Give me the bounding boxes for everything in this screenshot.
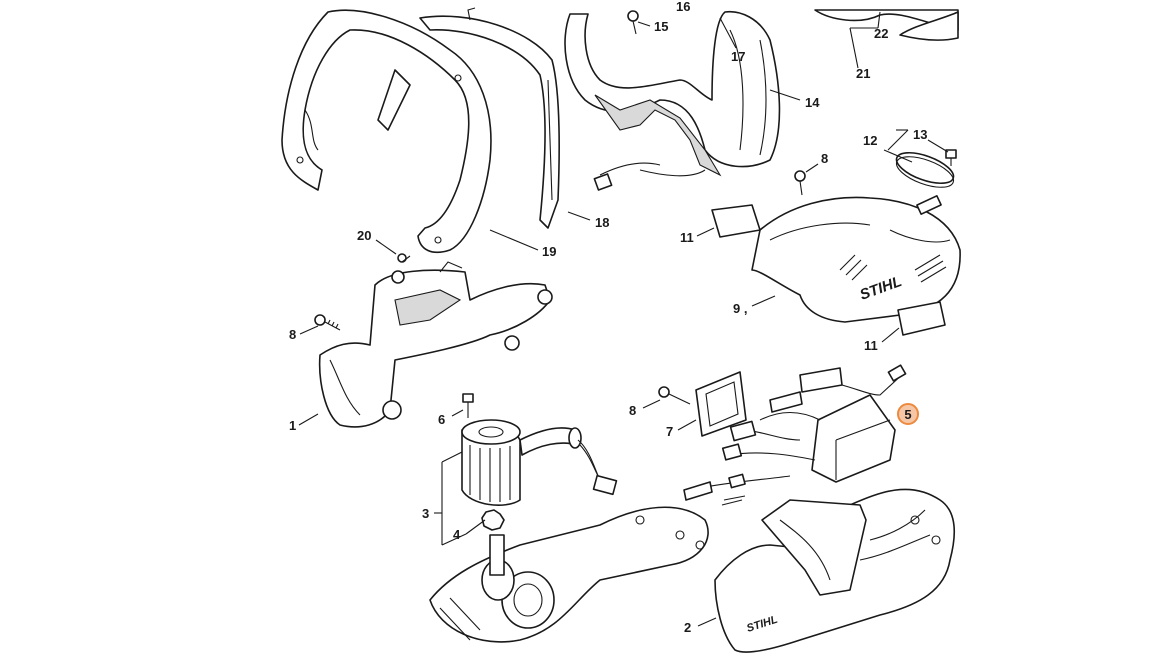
electronics-module-part-5 — [683, 364, 907, 506]
rear-handle-part-14 — [564, 10, 781, 191]
screw-part-8-upper — [794, 170, 806, 196]
callout-3[interactable]: 3 — [422, 506, 430, 521]
motor-part-3 — [461, 419, 618, 506]
screw-part-8-left — [314, 314, 341, 331]
screw-part-8-middle — [658, 386, 691, 405]
callout-13[interactable]: 13 — [913, 127, 928, 142]
gear-part-4 — [481, 509, 505, 531]
housing-part-21-22 — [814, 9, 959, 41]
callout-11-lower[interactable]: 11 — [864, 338, 878, 353]
callout-18[interactable]: 18 — [595, 215, 610, 230]
callout-8-left[interactable]: 8 — [289, 327, 297, 342]
screw-part-13 — [945, 149, 957, 166]
callout-12[interactable]: 12 — [863, 133, 878, 148]
lower-housing-part-2: STIHL — [714, 488, 956, 653]
callout-15[interactable]: 15 — [654, 19, 669, 34]
callout-7[interactable]: 7 — [666, 424, 674, 439]
foam-pad-part-11-upper — [711, 204, 761, 238]
callout-11-upper[interactable]: 11 — [680, 230, 694, 245]
connector-plug — [916, 195, 942, 215]
callout-19[interactable]: 19 — [542, 244, 557, 259]
callout-5-highlighted[interactable]: 5 — [897, 403, 919, 425]
callout-8-middle[interactable]: 8 — [629, 403, 637, 418]
housing-part-1 — [318, 261, 553, 428]
screw-part-20 — [397, 253, 411, 263]
callout-17[interactable]: 17 — [731, 49, 746, 64]
cap-part-12 — [895, 151, 955, 188]
handle-grip-part-18 — [419, 7, 560, 229]
front-handle-part-19 — [281, 9, 492, 254]
callout-20[interactable]: 20 — [357, 228, 372, 243]
callout-22[interactable]: 22 — [874, 26, 889, 41]
callout-21[interactable]: 21 — [856, 66, 871, 81]
gearbox-housing — [429, 506, 709, 643]
screw-part-6 — [462, 393, 474, 418]
callout-6[interactable]: 6 — [438, 412, 446, 427]
callout-4[interactable]: 4 — [453, 527, 461, 542]
callout-1[interactable]: 1 — [289, 418, 297, 433]
callout-16[interactable]: 16 — [676, 0, 691, 14]
callout-14[interactable]: 14 — [805, 95, 820, 110]
top-cover-part-9: STIHL — [751, 196, 961, 323]
electronics-plate-part-7 — [695, 371, 747, 437]
callout-8-top[interactable]: 8 — [821, 151, 829, 166]
callout-2[interactable]: 2 — [684, 620, 692, 635]
foam-pad-part-11-lower — [897, 301, 946, 336]
screw-part-15 — [627, 10, 639, 35]
leader-lines — [298, 11, 949, 627]
callout-9[interactable]: 9 , — [733, 301, 748, 316]
